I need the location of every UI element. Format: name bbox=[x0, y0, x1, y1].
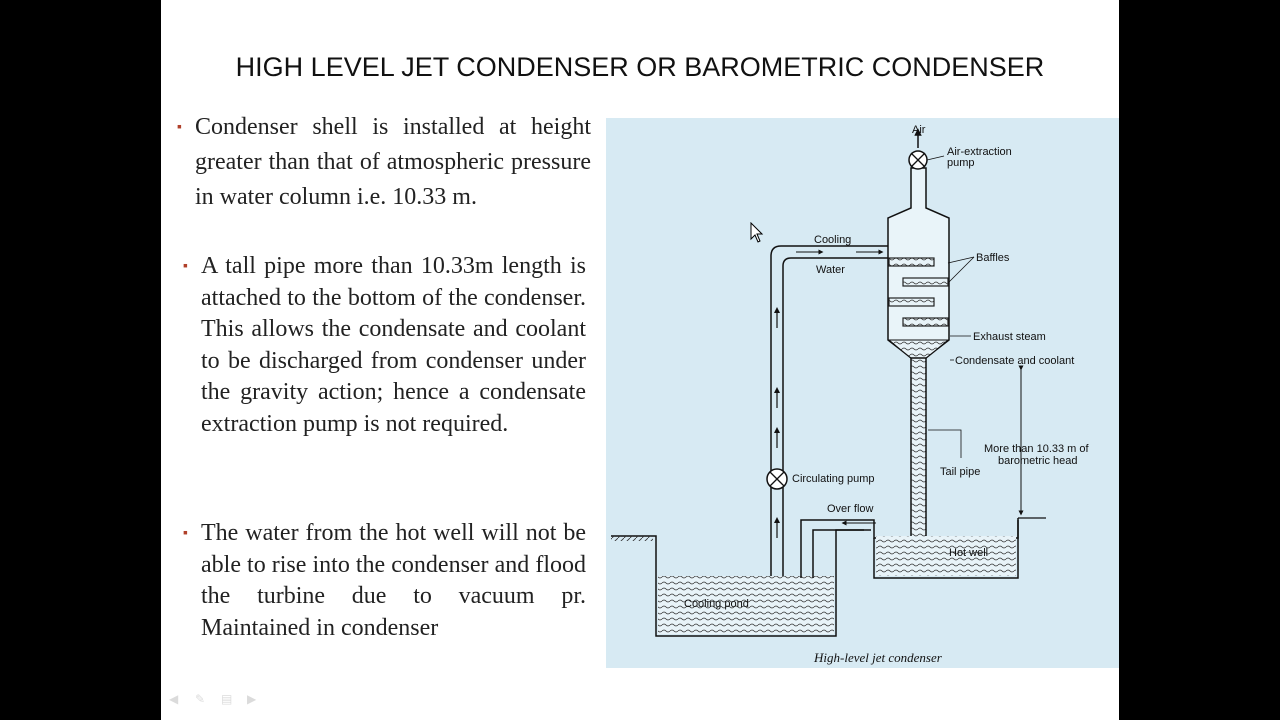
label-barometric-head-1: More than 10.33 m of bbox=[984, 443, 1090, 455]
label-air: Air bbox=[912, 124, 926, 136]
label-baffles: Baffles bbox=[976, 252, 1010, 264]
bullet-marker: ▪ bbox=[177, 120, 182, 135]
label-over-flow: Over flow bbox=[827, 503, 874, 515]
cooling-pond bbox=[658, 576, 834, 634]
label-air-extraction-pump: Air-extraction bbox=[947, 146, 1012, 158]
label-cooling: Cooling bbox=[814, 234, 851, 246]
bullet-1: ▪ Condenser shell is installed at height… bbox=[177, 110, 591, 215]
bullet-3: ▪ The water from the hot well will not b… bbox=[183, 518, 586, 644]
cooling-water-pipe bbox=[770, 245, 888, 588]
bullet-marker: ▪ bbox=[183, 259, 188, 274]
label-circulating-pump: Circulating pump bbox=[792, 473, 875, 485]
bullet-marker: ▪ bbox=[183, 526, 188, 541]
label-cooling-pond: Cooling pond bbox=[684, 598, 749, 610]
slide: HIGH LEVEL JET CONDENSER OR BAROMETRIC C… bbox=[161, 0, 1119, 720]
hot-well bbox=[876, 536, 1016, 576]
label-exhaust-steam: Exhaust steam bbox=[973, 331, 1046, 343]
label-water: Water bbox=[816, 264, 845, 276]
slide-nav-controls: ◀ ✎ ▤ ▶ bbox=[169, 692, 265, 710]
bullet-2-text: A tall pipe more than 10.33m length is a… bbox=[201, 253, 586, 437]
diagram-caption: High-level jet condenser bbox=[813, 650, 943, 665]
bullet-2: ▪ A tall pipe more than 10.33m length is… bbox=[183, 251, 586, 440]
pen-icon[interactable]: ✎ bbox=[195, 692, 206, 706]
arrow-right-icon[interactable]: ▶ bbox=[247, 692, 257, 706]
label-hot-well: Hot well bbox=[949, 547, 988, 559]
bullet-1-text: Condenser shell is installed at height g… bbox=[195, 114, 591, 210]
tail-pipe bbox=[910, 357, 927, 554]
label-barometric-head-2: barometric head bbox=[998, 455, 1078, 467]
condenser-diagram-svg: Air Air-extraction pump Cooling Water Ba… bbox=[611, 124, 1090, 665]
menu-icon[interactable]: ▤ bbox=[221, 692, 233, 706]
slide-title: HIGH LEVEL JET CONDENSER OR BAROMETRIC C… bbox=[235, 52, 1045, 82]
label-condensate-coolant: Condensate and coolant bbox=[955, 355, 1074, 367]
condenser-diagram: Air Air-extraction pump Cooling Water Ba… bbox=[606, 118, 1119, 668]
mouse-pointer-icon bbox=[750, 222, 764, 243]
label-air-extraction-pump-2: pump bbox=[947, 157, 975, 169]
bullet-3-text: The water from the hot well will not be … bbox=[201, 520, 586, 641]
arrow-left-icon[interactable]: ◀ bbox=[169, 692, 179, 706]
label-tail-pipe: Tail pipe bbox=[940, 466, 980, 478]
baffles bbox=[888, 257, 949, 327]
